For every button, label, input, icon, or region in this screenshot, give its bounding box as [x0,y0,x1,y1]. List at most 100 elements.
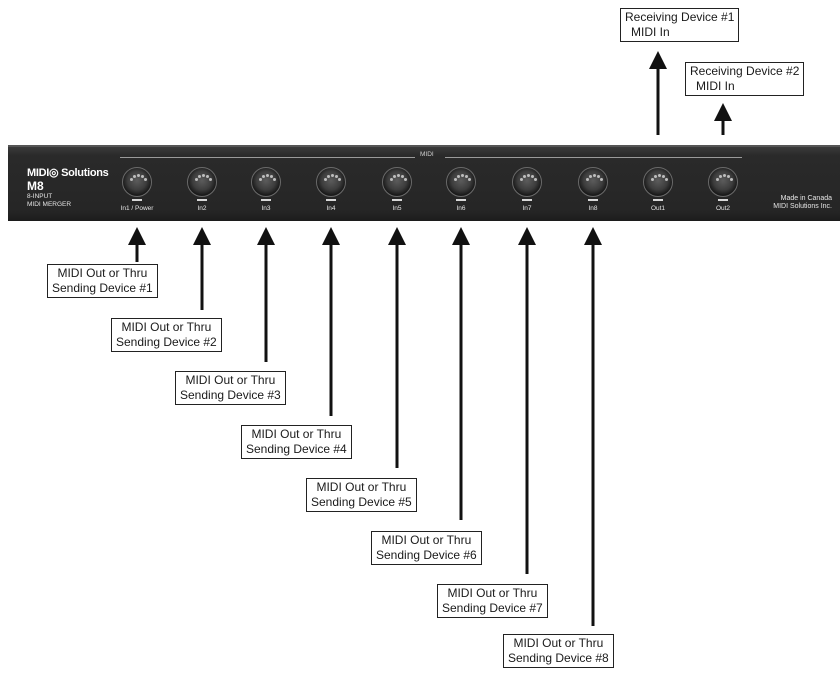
port-pin [593,174,596,177]
port-pin [324,178,327,181]
sending-device-2-port: MIDI Out or Thru [121,320,212,334]
port-label-10: Out2 [715,205,731,212]
port-pin [461,174,464,177]
sending-device-7-box: MIDI Out or Thru Sending Device #7 [437,584,548,618]
port-pin [327,175,330,178]
port-pin [144,178,147,181]
sending-device-8-port: MIDI Out or Thru [513,636,604,650]
sending-device-6-port: MIDI Out or Thru [381,533,472,547]
model-name: M8 [27,179,44,193]
port-pin [589,175,592,178]
sending-device-3-box: MIDI Out or Thru Sending Device #3 [175,371,286,405]
midi-port-3-jack [251,167,281,197]
midi-bracket-right [445,157,742,158]
sending-device-5-name: Sending Device #5 [311,495,412,509]
port-pin [141,175,144,178]
midi-port-2-jack [187,167,217,197]
port-pin [523,175,526,178]
port-pin [270,175,273,178]
port-pin [206,175,209,178]
port-pin [137,174,140,177]
port-pin [654,175,657,178]
port-pin [393,175,396,178]
port-pin [401,175,404,178]
port-pin [331,174,334,177]
receiving-device-2-box: Receiving Device #2 MIDI In [685,62,805,96]
receiving-device-2-name: Receiving Device #2 [690,64,800,78]
port-pin [202,174,205,177]
port-indicator [197,199,207,201]
port-indicator [326,199,336,201]
port-label-3: In3 [261,205,271,212]
manufacturer-info: Made in Canada MIDI Solutions Inc. [773,195,832,211]
port-pin [198,175,201,178]
sending-device-6-name: Sending Device #6 [376,548,477,562]
port-indicator [132,199,142,201]
port-pin [262,175,265,178]
port-pin [531,175,534,178]
port-pin [600,178,603,181]
receiving-device-1-box: Receiving Device #1 MIDI In [620,8,740,42]
port-label-9: Out1 [650,205,666,212]
receiving-device-1-name: Receiving Device #1 [625,10,735,24]
port-pin [520,178,523,181]
sending-device-8-box: MIDI Out or Thru Sending Device #8 [503,634,614,668]
port-pin [727,175,730,178]
port-pin [266,174,269,177]
midi-port-8-jack [578,167,608,197]
sending-device-6-box: MIDI Out or Thru Sending Device #6 [371,531,482,565]
sending-device-4-name: Sending Device #4 [246,442,347,456]
sending-device-7-name: Sending Device #7 [442,601,543,615]
port-pin [338,178,341,181]
receiving-device-1-port: MIDI In [631,25,670,39]
midi-port-10-jack [708,167,738,197]
sending-device-5-port: MIDI Out or Thru [316,480,407,494]
port-indicator [522,199,532,201]
midi-port-5-jack [382,167,412,197]
port-pin [130,178,133,181]
port-indicator [261,199,271,201]
port-pin [259,178,262,181]
brand-logo: MIDI◎ Solutions [27,167,109,179]
port-indicator [653,199,663,201]
port-pin [457,175,460,178]
port-indicator [392,199,402,201]
receiving-device-2-port: MIDI In [696,79,735,93]
midi-group-label: MIDI [420,151,434,158]
sending-device-8-name: Sending Device #8 [508,651,609,665]
port-label-1: In1 / Power [120,205,154,212]
port-pin [716,178,719,181]
port-label-8: In8 [588,205,598,212]
midi-bracket-left [120,157,415,158]
port-pin [195,178,198,181]
sending-device-3-name: Sending Device #3 [180,388,281,402]
description-line-1: 8-INPUT [27,193,53,200]
sending-device-1-box: MIDI Out or Thru Sending Device #1 [47,264,158,298]
sending-device-7-port: MIDI Out or Thru [447,586,538,600]
port-pin [730,178,733,181]
port-pin [527,174,530,177]
port-pin [534,178,537,181]
midi-port-4-jack [316,167,346,197]
port-pin [454,178,457,181]
port-label-7: In7 [522,205,532,212]
port-indicator [588,199,598,201]
midi-port-7-jack [512,167,542,197]
port-label-5: In5 [392,205,402,212]
port-pin [397,174,400,177]
sending-device-5-box: MIDI Out or Thru Sending Device #5 [306,478,417,512]
port-pin [586,178,589,181]
device-description: 8-INPUT MIDI MERGER [27,193,71,209]
midi-port-6-jack [446,167,476,197]
port-indicator [456,199,466,201]
midi-port-1-jack [122,167,152,197]
port-pin [335,175,338,178]
sending-device-2-box: MIDI Out or Thru Sending Device #2 [111,318,222,352]
sending-device-2-name: Sending Device #2 [116,335,217,349]
port-pin [723,174,726,177]
port-label-2: In2 [197,205,207,212]
port-pin [597,175,600,178]
port-pin [468,178,471,181]
port-pin [719,175,722,178]
